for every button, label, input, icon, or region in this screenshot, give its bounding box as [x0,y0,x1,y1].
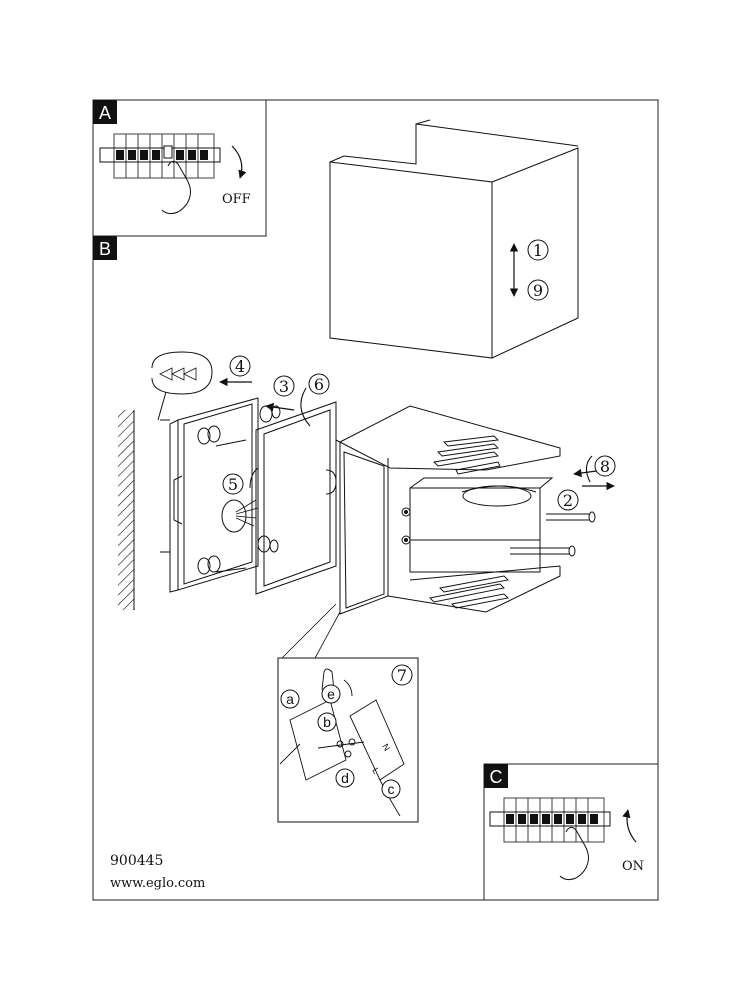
mounting-plate [169,397,259,593]
step-7-marker: 7 [391,664,413,686]
terminal-mark-l: L [370,766,381,775]
step-8-marker: 8 [585,455,616,483]
model-number: 900445 [110,853,164,869]
panel-b: B [93,236,117,260]
lamp-body [335,405,561,615]
step-2-marker: 2 [557,489,579,511]
panel-c-tag [484,764,508,788]
svg-text:4: 4 [235,357,245,376]
panel-c-tag-label: C [490,767,503,787]
detail-label-c: c [381,779,401,799]
svg-text:8: 8 [600,457,610,476]
screw-icon [160,419,247,573]
gasket-frame [249,401,337,595]
panel-b-tag-label: B [99,239,111,259]
wiring-detail: 7 a e b d c L N [277,603,419,823]
panel-c: C ON [483,763,659,901]
panel-a-tag-label: A [99,103,111,123]
panel-a: A OFF [92,99,267,237]
svg-text:1: 1 [533,241,543,260]
step-1-marker: 1 [527,239,549,261]
long-screw-icon [510,511,596,557]
svg-text:d: d [341,770,349,786]
detail-label-b: b [317,712,337,732]
step-3-arrow [265,402,295,412]
step-6-marker: 6 [300,373,330,427]
wall [118,410,135,610]
hand-icon [559,826,589,881]
svg-text:e: e [327,686,335,702]
rotate-arrow-icon [622,809,637,843]
step-5-marker: 5 [222,473,244,495]
svg-text:2: 2 [563,491,573,510]
step-9-marker: 9 [527,279,549,301]
breaker-panel-icon [99,133,221,179]
breaker-panel-icon [489,797,611,843]
wall-plug-icon [151,351,213,421]
detail-label-d: d [335,768,355,788]
switch-on-label: ON [622,859,644,874]
step-3-marker: 3 [273,375,295,397]
svg-text:7: 7 [397,666,407,685]
lamp-cover [329,119,579,359]
terminal-mark-n: N [380,742,392,753]
svg-text:6: 6 [314,375,324,394]
svg-text:b: b [323,714,331,730]
svg-text:a: a [286,691,294,707]
switch-off-label: OFF [222,192,251,207]
outer-frame [92,99,659,901]
rotate-arrow-icon [231,145,247,179]
website-link[interactable]: www.eglo.com [110,876,206,891]
svg-text:9: 9 [533,281,543,300]
panel-a-tag [93,100,117,124]
cable-entry [235,499,259,527]
hand-icon [161,160,191,215]
detail-label-a: a [280,689,300,709]
svg-text:5: 5 [228,475,238,494]
detail-label-e: e [321,684,341,704]
svg-text:c: c [388,781,395,797]
step-4-marker: 4 [229,355,251,377]
svg-text:3: 3 [279,377,289,396]
